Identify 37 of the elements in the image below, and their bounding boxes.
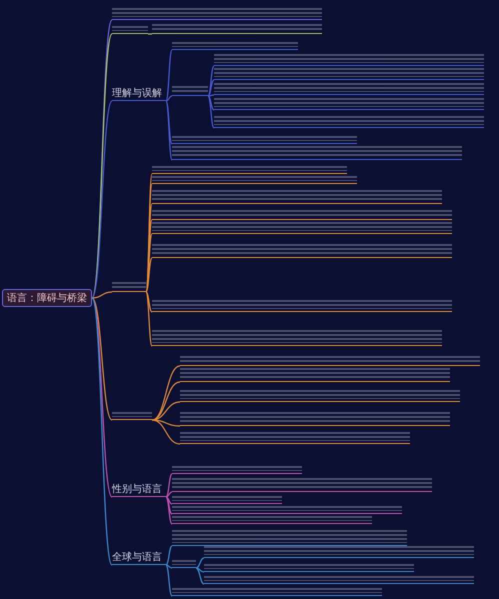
branch-label: 全球与语言 [112, 552, 166, 565]
branch-connector [208, 94, 214, 97]
branch-connector [145, 292, 153, 346]
branch-connector [166, 546, 172, 566]
branch-connector [166, 496, 172, 524]
branch-connector [196, 567, 204, 585]
branch-connector [148, 33, 152, 35]
branch-connector [152, 401, 180, 421]
branch-connector [152, 419, 180, 445]
branch-connector [208, 66, 214, 96]
branch-connector [91, 298, 113, 498]
branch-connector [166, 100, 172, 144]
branch-label: 性别与语言 [112, 484, 166, 497]
branch-connector [91, 298, 113, 566]
branch-connector [166, 491, 172, 498]
branch-connector [92, 291, 112, 299]
branch-connector [92, 298, 112, 420]
central-topic: 语言：障碍与桥梁 [2, 289, 92, 307]
branch-connector [166, 496, 172, 514]
branch-connector [91, 100, 113, 298]
branch-connector [152, 381, 180, 421]
branch-connector [152, 419, 180, 427]
branch-connector [146, 292, 152, 312]
branch-connector [166, 95, 172, 102]
branch-connector [166, 496, 172, 505]
branch-connector [165, 100, 173, 160]
branch-connector [196, 557, 204, 569]
branch-connector [208, 96, 214, 110]
branch-label: 理解与误解 [112, 88, 166, 101]
branch-connector [166, 474, 172, 498]
branch-connector [146, 258, 152, 292]
branch-connector [166, 564, 172, 569]
branch-connector [165, 50, 173, 102]
branch-connector [166, 564, 172, 596]
branch-connector [196, 567, 204, 573]
branch-connector [208, 96, 214, 128]
branch-connector [208, 80, 214, 96]
